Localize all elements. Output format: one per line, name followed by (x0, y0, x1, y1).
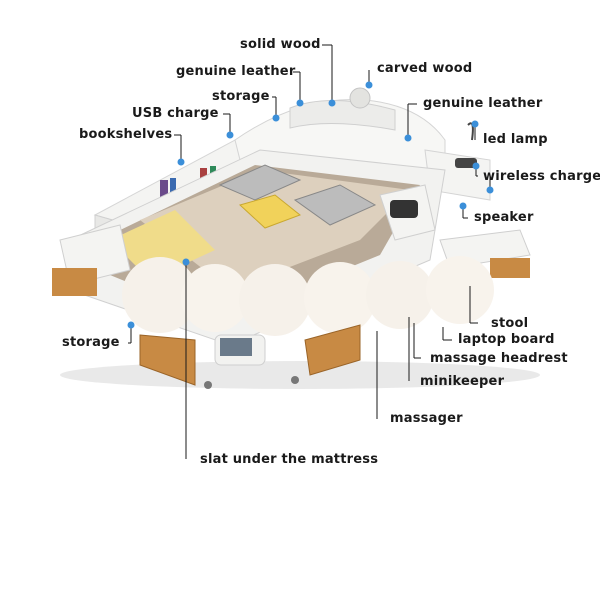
speaker-panel (390, 200, 418, 218)
label-storage-top: storage (212, 89, 270, 104)
book (200, 168, 207, 184)
label-led-lamp: led lamp (483, 132, 548, 147)
blur-circle (122, 257, 198, 333)
label-bookshelves: bookshelves (79, 127, 173, 142)
blur-circle (426, 256, 494, 324)
pillow-patterned (293, 184, 377, 226)
label-stool: stool (491, 316, 529, 331)
blur-circle (239, 264, 311, 336)
wireless-charger-pad (455, 158, 477, 168)
label-carved-wood: carved wood (377, 61, 473, 76)
label-usb-charge: USB charge (132, 106, 219, 121)
storage-drawer-left (52, 268, 97, 296)
wheel (204, 381, 212, 389)
laptop-item (220, 338, 252, 356)
label-speaker: speaker (474, 210, 534, 225)
label-laptop-board: laptop board (458, 332, 555, 347)
storage-drawer-bottom (139, 334, 196, 386)
callout-dots (127, 81, 494, 329)
label-genuine-leather-left: genuine leather (176, 64, 296, 79)
label-minikeeper: minikeeper (420, 374, 505, 389)
blur-circle (366, 261, 434, 329)
label-slat-under-mattress: slat under the mattress (200, 452, 379, 467)
blur-circle (304, 262, 376, 334)
minikeeper-drawer (304, 324, 361, 376)
label-massage-headrest: massage headrest (430, 351, 568, 366)
label-solid-wood: solid wood (240, 37, 321, 52)
label-storage-bottom: storage (62, 335, 120, 350)
label-genuine-leather-right: genuine leather (423, 96, 543, 111)
book (170, 178, 176, 196)
label-wireless-charge: wireless charge (483, 169, 600, 184)
carved-crown (349, 87, 371, 109)
blur-circle (181, 264, 249, 332)
label-massager: massager (390, 411, 463, 426)
book (160, 180, 168, 198)
tufted-panel (289, 99, 396, 131)
pillow-patterned (218, 164, 302, 201)
stool-drawer (490, 258, 530, 278)
pillow-yellow (239, 194, 302, 229)
wheel (291, 376, 299, 384)
foot-blanket (110, 210, 215, 280)
